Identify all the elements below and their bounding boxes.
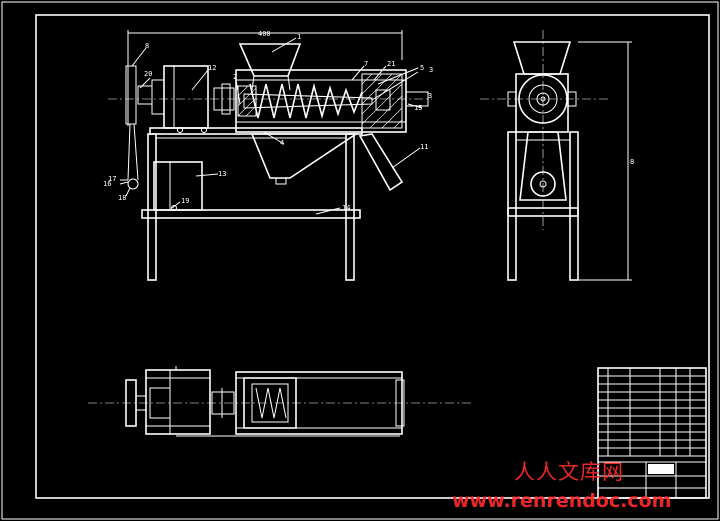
- motor-housing: [163, 65, 209, 129]
- screw-flight: [249, 82, 363, 120]
- callout-20: 20: [144, 70, 152, 78]
- callout-21: 21: [387, 60, 395, 68]
- callout-8: 8: [145, 42, 149, 50]
- callout-7: 7: [364, 60, 368, 68]
- callout-14: 14: [342, 204, 350, 212]
- dim-top-width: 400: [258, 30, 271, 38]
- callout-15: 15: [414, 104, 422, 112]
- callout-19: 19: [181, 197, 189, 205]
- callout-18: 18: [118, 194, 126, 202]
- side-view: 8 3: [428, 30, 634, 281]
- callout-1: 1: [297, 33, 301, 41]
- callout-5: 5: [420, 64, 424, 72]
- callout-4: 4: [280, 139, 284, 147]
- title-block: [597, 367, 707, 499]
- callout-12: 12: [208, 64, 216, 72]
- sheet-inner-border: [35, 14, 710, 499]
- callout-16: 16: [103, 180, 111, 188]
- lower-motor: [153, 161, 203, 211]
- callout-3: 3: [429, 66, 433, 74]
- callout-13: 13: [218, 170, 226, 178]
- side-view-label: 3: [428, 92, 432, 100]
- callout-2: 2: [233, 73, 237, 81]
- callout-11: 11: [420, 143, 428, 151]
- callout-17: 17: [108, 175, 116, 183]
- plan-view: [88, 366, 474, 437]
- dim-side-height: 8: [630, 158, 634, 166]
- front-view: 400: [103, 30, 433, 281]
